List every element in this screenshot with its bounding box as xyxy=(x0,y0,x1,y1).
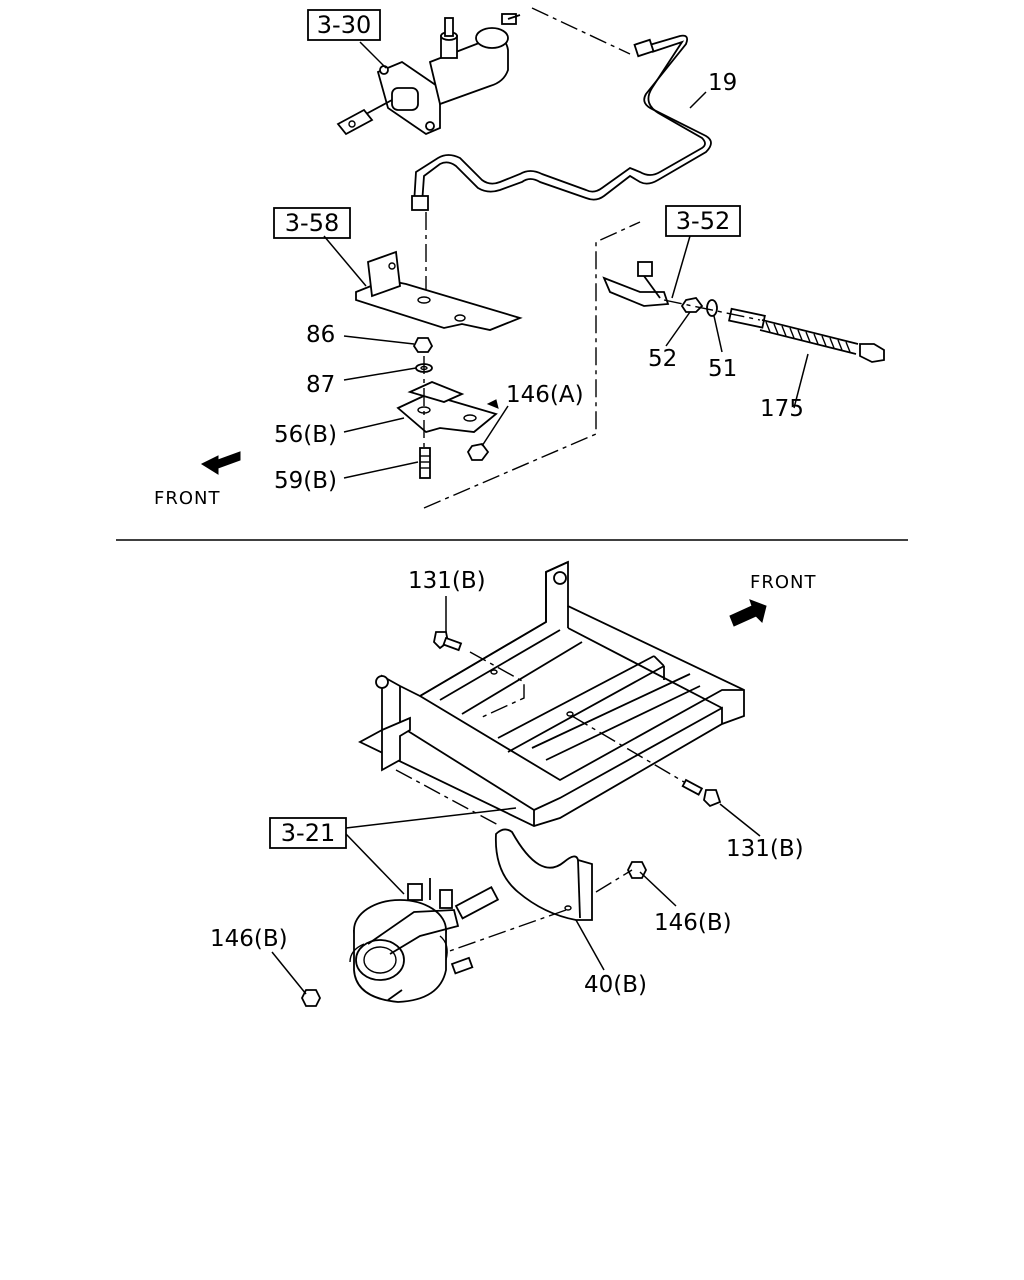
part-label-131b-right: 131(B) xyxy=(726,836,804,862)
part-label-56b: 56(B) xyxy=(274,422,337,448)
bracket-40b xyxy=(494,828,593,921)
front-arrow-icon xyxy=(729,599,767,627)
washer-51 xyxy=(706,299,718,317)
union-fitting xyxy=(602,261,670,307)
front-arrow-icon xyxy=(200,451,241,475)
bracket-56b xyxy=(396,381,499,433)
part-label-52: 52 xyxy=(648,346,677,372)
clutch-pipe xyxy=(411,34,712,211)
part-label-175: 175 xyxy=(760,396,804,422)
ref-box-3-52[interactable]: 3-52 xyxy=(676,207,730,235)
nut-146b-left xyxy=(300,989,322,1007)
bolt-131b-right xyxy=(681,778,722,808)
front-label-top: FRONT xyxy=(154,488,221,509)
pipe-bracket xyxy=(355,250,523,331)
flexible-hose-175 xyxy=(728,307,885,363)
part-label-86: 86 xyxy=(306,322,335,348)
stud-59b xyxy=(419,447,431,479)
part-label-59b: 59(B) xyxy=(274,468,337,494)
part-label-51: 51 xyxy=(708,356,737,382)
leader-lines-bottom xyxy=(271,596,761,995)
nut-52 xyxy=(680,297,704,313)
nut-86 xyxy=(412,337,434,353)
part-label-131b-top: 131(B) xyxy=(408,568,486,594)
leader-lines-top xyxy=(323,41,809,479)
part-label-146b-right: 146(B) xyxy=(654,910,732,936)
fuel-filter-assembly xyxy=(349,878,500,1003)
nut-146a xyxy=(466,443,490,461)
ref-box-3-21[interactable]: 3-21 xyxy=(281,819,335,847)
part-label-87: 87 xyxy=(306,372,335,398)
part-label-19: 19 xyxy=(708,70,737,96)
part-label-146b-left: 146(B) xyxy=(210,926,288,952)
bolt-131b-top xyxy=(433,631,463,652)
part-label-146a: 146(A) xyxy=(506,382,584,408)
ref-box-3-30[interactable]: 3-30 xyxy=(317,11,371,39)
front-label-bottom: FRONT xyxy=(750,572,817,593)
part-label-40b: 40(B) xyxy=(584,972,647,998)
clutch-master-cylinder xyxy=(336,13,521,136)
ref-box-3-58[interactable]: 3-58 xyxy=(285,209,339,237)
